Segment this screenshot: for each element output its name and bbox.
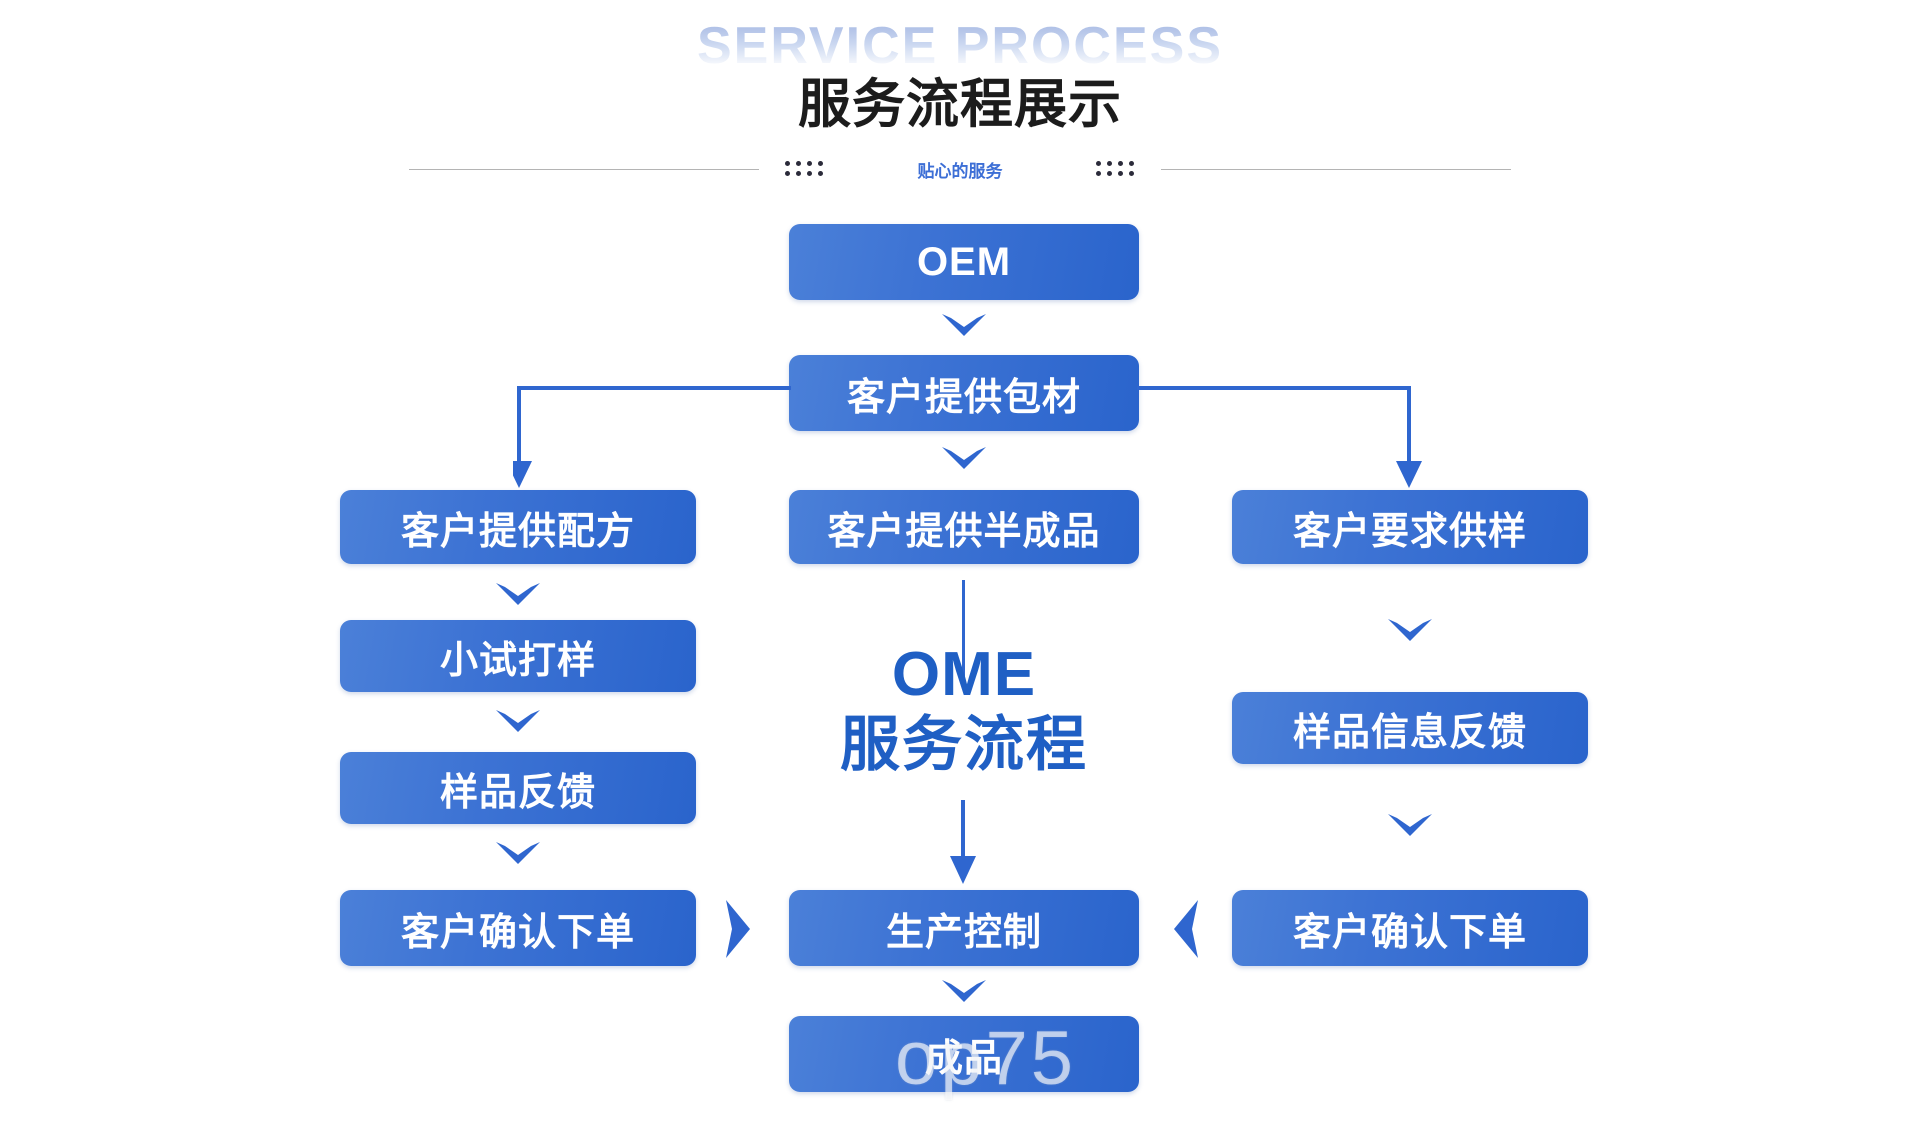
node-packaging[interactable]: 客户提供包材	[789, 355, 1139, 431]
node-right-sample-info[interactable]: 样品信息反馈	[1232, 692, 1588, 764]
chevron-down-icon-left-3	[495, 840, 541, 866]
divider-line-right	[1161, 168, 1511, 170]
node-center-finished[interactable]: 成品	[789, 1016, 1139, 1092]
chevron-down-icon-left-1	[495, 581, 541, 607]
dot-grid-icon-left	[785, 161, 824, 177]
node-center-semifinished[interactable]: 客户提供半成品	[789, 490, 1139, 564]
connector-packaging-to-left	[513, 385, 795, 495]
dot-grid-icon-right	[1096, 161, 1135, 177]
node-left-formula[interactable]: 客户提供配方	[340, 490, 696, 564]
node-right-confirm-order[interactable]: 客户确认下单	[1232, 890, 1588, 966]
page-title: 服务流程展示	[798, 75, 1122, 134]
connector-label-to-production	[949, 800, 979, 890]
connector-packaging-to-right	[1133, 385, 1423, 495]
chevron-down-icon-oem-to-packaging	[941, 312, 987, 338]
node-left-sample-feedback[interactable]: 样品反馈	[340, 752, 696, 824]
node-center-production[interactable]: 生产控制	[789, 890, 1139, 966]
divider-line-left	[409, 168, 759, 170]
node-left-confirm-order[interactable]: 客户确认下单	[340, 890, 696, 966]
chevron-left-icon-right-to-center	[1172, 898, 1202, 960]
chevron-down-icon-right-2	[1387, 812, 1433, 838]
chevron-down-icon-production-to-finished	[941, 978, 987, 1004]
chevron-right-icon-left-to-center	[722, 898, 752, 960]
chevron-down-icon-packaging-to-semifinished	[941, 445, 987, 471]
chevron-down-icon-right-1	[1387, 617, 1433, 643]
center-label-line1: OME	[891, 640, 1037, 709]
watermark-title: SERVICE PROCESS	[0, 16, 1920, 76]
center-label-ome: OME 服务流程	[764, 640, 1164, 778]
connector-line-semifinished-to-label	[962, 580, 965, 678]
node-left-pilot[interactable]: 小试打样	[340, 620, 696, 692]
divider-subtitle: 贴心的服务	[917, 161, 1003, 181]
node-oem[interactable]: OEM	[789, 224, 1139, 300]
node-right-request-sample[interactable]: 客户要求供样	[1232, 490, 1588, 564]
chevron-down-icon-left-2	[495, 708, 541, 734]
center-label-line2: 服务流程	[840, 710, 1088, 778]
section-divider: 贴心的服务	[340, 152, 1580, 186]
